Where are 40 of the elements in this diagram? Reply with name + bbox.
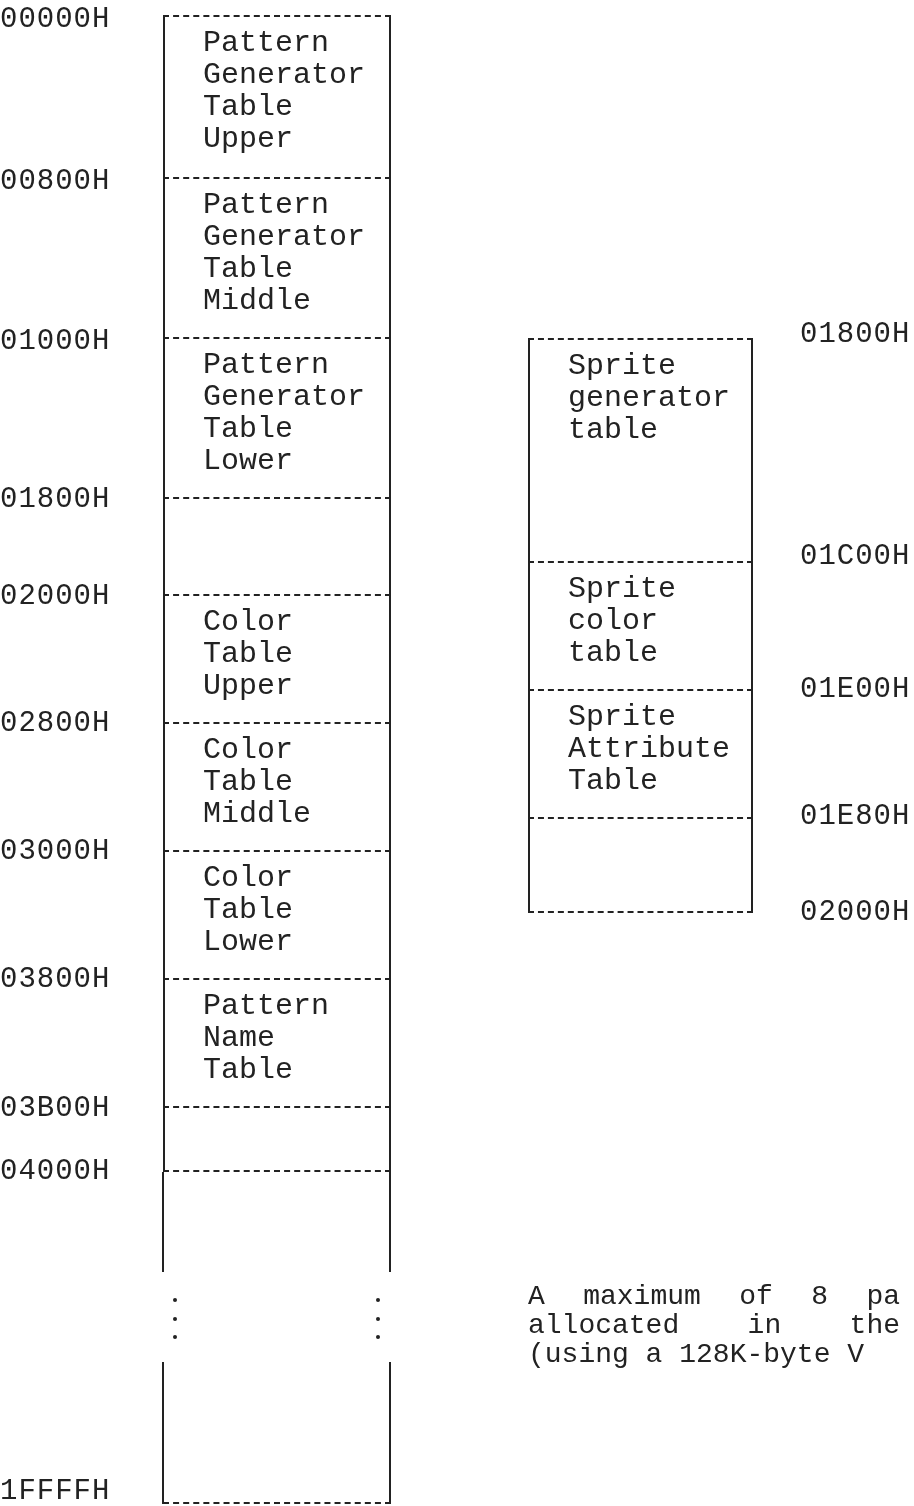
address-label: 00800H <box>0 166 111 198</box>
memory-segment <box>528 561 753 689</box>
address-label: 03B00H <box>0 1093 111 1125</box>
memory-segment <box>163 337 391 497</box>
address-label: 01E80H <box>800 801 911 833</box>
segment-label: Pattern Name Table <box>203 990 330 1086</box>
memory-segment <box>163 15 391 177</box>
memory-segment <box>163 850 391 978</box>
memory-segment <box>163 722 391 850</box>
address-label: 01000H <box>0 326 111 358</box>
memory-segment <box>163 497 391 594</box>
segment-label: Color Table Upper <box>203 606 293 702</box>
segment-label: Color Table Lower <box>203 862 293 958</box>
address-label: 00000H <box>0 4 111 36</box>
segment-label: Sprite color table <box>568 573 677 669</box>
address-label: 1FFFFH <box>0 1476 111 1506</box>
address-label: 03800H <box>0 964 111 996</box>
address-label: 03000H <box>0 836 111 868</box>
segment-label: Color Table Middle <box>203 734 311 830</box>
address-label: 04000H <box>0 1156 111 1188</box>
address-label: 01E00H <box>800 674 911 706</box>
memory-segment <box>528 689 753 817</box>
address-label: 02000H <box>800 897 911 929</box>
segment-label: Sprite generator table <box>568 350 730 446</box>
segment-label: Pattern Generator Table Lower <box>203 349 366 477</box>
memory-segment <box>163 978 391 1106</box>
address-label: 01C00H <box>800 541 911 573</box>
memory-segment <box>528 338 753 561</box>
memory-segment <box>163 594 391 722</box>
address-label: 02000H <box>0 581 111 613</box>
memory-segment <box>163 177 391 337</box>
memory-segment <box>163 1106 391 1170</box>
segment-label: Sprite Attribute Table <box>568 701 730 797</box>
note-text: A maximum of 8 pa allocated in the (using a 128K-byte V <box>528 1282 900 1369</box>
address-label: 01800H <box>800 319 911 351</box>
memory-segment <box>528 817 753 913</box>
segment-label: Pattern Generator Table Middle <box>203 189 366 317</box>
address-label: 02800H <box>0 708 111 740</box>
segment-label: Pattern Generator Table Upper <box>203 27 366 155</box>
address-label: 01800H <box>0 484 111 516</box>
